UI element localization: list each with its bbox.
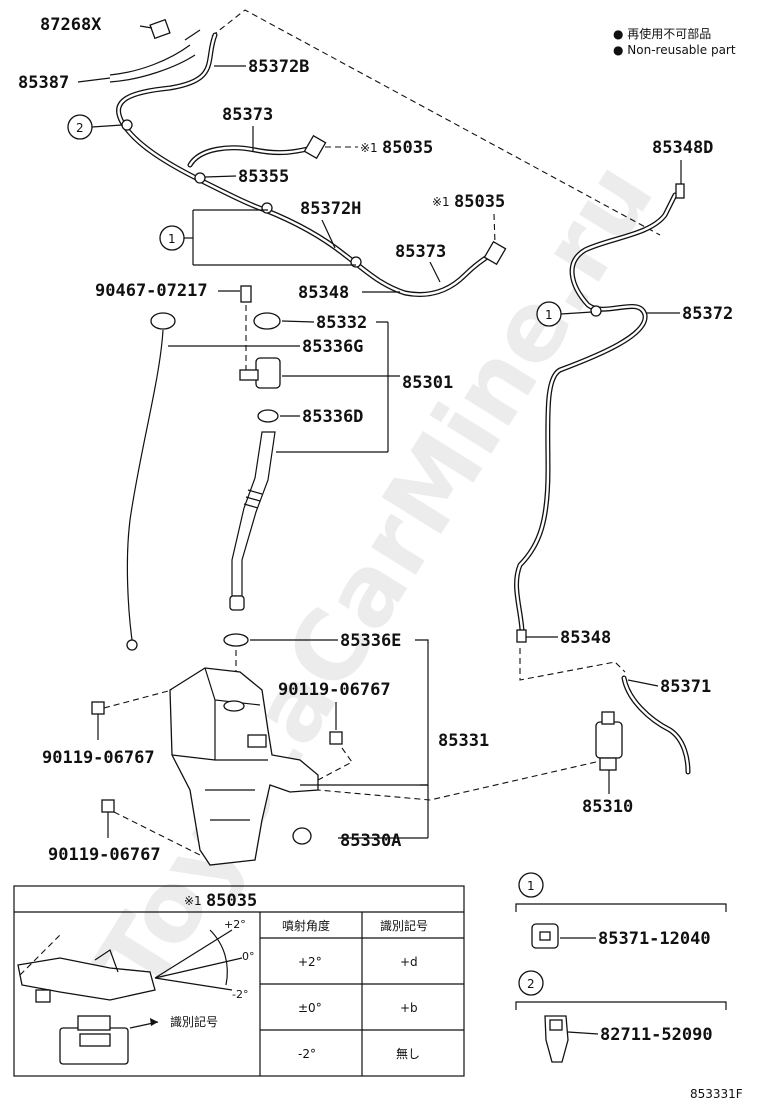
label-90119-a: 90119-06767: [42, 748, 155, 768]
col-header-mark: 識別記号: [380, 918, 428, 933]
nozzle-id-sketch: [59, 1015, 129, 1065]
angle-plus-label: +2°: [224, 918, 246, 931]
label-85331: 85331: [438, 731, 489, 751]
clip2-circle: [518, 970, 544, 996]
col-header-angle: 噴射角度: [282, 918, 330, 933]
label-87268X: 87268X: [40, 15, 102, 35]
dipstick-85336G: [126, 312, 176, 651]
clip1-part-label: 85371-12040: [598, 929, 711, 949]
filler-tube: [229, 431, 276, 611]
row-angle: ±0°: [298, 1001, 322, 1015]
clip2-circle-text: 2: [527, 977, 535, 991]
bolt-90119-a: [91, 701, 105, 715]
label-90119-c: 90119-06767: [48, 845, 161, 865]
label-85301: 85301: [402, 373, 453, 393]
ref1-mark-box: ※1: [184, 894, 202, 908]
label-85336E: 85336E: [340, 631, 401, 651]
label-85372B: 85372B: [248, 57, 309, 77]
row-mark: +b: [400, 1001, 418, 1015]
washer-tank-85331: [169, 667, 319, 866]
boundary-dash-top: [211, 9, 661, 236]
nozzle-sketch: [17, 929, 243, 1003]
id-mark-label: 識別記号: [170, 1014, 218, 1029]
label-85371: 85371: [660, 677, 711, 697]
angle-zero-label: 0°: [242, 950, 255, 963]
bolt-90119-b: [329, 731, 343, 745]
label-85348D: 85348D: [652, 138, 713, 158]
label-85373-top: 85373: [222, 105, 273, 125]
label-85372: 85372: [682, 304, 733, 324]
clip1-bracket: [515, 903, 727, 912]
label-85332: 85332: [316, 313, 367, 333]
row-angle: +2°: [298, 955, 322, 969]
dash-pump-to-tank: [317, 761, 597, 801]
legend-ja: ● 再使用不可部品: [613, 26, 711, 41]
circle-1-text-right: 1: [545, 308, 553, 322]
label-85372H: 85372H: [300, 199, 361, 219]
ref1-mark-a: ※1: [360, 141, 378, 155]
circle-1-text-top: 1: [168, 232, 176, 246]
label-85348-mid: 85348: [298, 283, 349, 303]
label-85330A: 85330A: [340, 831, 401, 851]
dash-to-85371: [519, 648, 626, 681]
angle-minus-label: -2°: [232, 988, 248, 1001]
label-85310: 85310: [582, 797, 633, 817]
label-85336D: 85336D: [302, 407, 363, 427]
label-85348-low: 85348: [560, 628, 611, 648]
clip2-part-label: 82711-52090: [600, 1025, 713, 1045]
inlet-85301: [239, 357, 281, 389]
watermark: ToyotaCarMine.ru: [75, 143, 676, 1012]
clip1-circle-text: 1: [527, 879, 535, 893]
nozzle-table-title: 85035: [206, 891, 257, 911]
bracket-85301: [282, 321, 400, 453]
bolt-90119-c: [101, 799, 115, 813]
label-85355: 85355: [238, 167, 289, 187]
label-85373-mid: 85373: [395, 242, 446, 262]
row-mark: 無し: [396, 1046, 420, 1061]
label-90119-b: 90119-06767: [278, 680, 391, 700]
right-hose-85372: [514, 183, 685, 643]
label-85387: 85387: [18, 73, 69, 93]
row-mark: +d: [400, 955, 418, 969]
cap-85332: [253, 312, 281, 330]
grommet-85336E: [223, 633, 249, 647]
ref1-mark-b: ※1: [432, 195, 450, 209]
bolt-90467: [240, 285, 252, 303]
pump-85310: [595, 711, 623, 771]
circle-2-text: 2: [76, 121, 84, 135]
clip-82711-52090-icon: [544, 1015, 569, 1063]
label-85035-b: 85035: [454, 192, 505, 212]
row-angle: -2°: [298, 1047, 316, 1061]
id-mark-arrowhead: [150, 1018, 158, 1026]
label-90467-07217: 90467-07217: [95, 281, 208, 301]
oring-85336D: [257, 409, 279, 423]
nozzle-reference-box: [13, 885, 465, 1077]
label-85035-a: 85035: [382, 138, 433, 158]
clip2-bracket: [515, 1001, 727, 1010]
diagram-code: 853331F: [690, 1087, 743, 1101]
plug-85330A: [292, 827, 312, 845]
clip-85371-12040-icon: [531, 923, 559, 949]
label-85336G: 85336G: [302, 337, 363, 357]
legend-en: ● Non-reusable part: [613, 43, 736, 57]
clip1-circle: [518, 872, 544, 898]
